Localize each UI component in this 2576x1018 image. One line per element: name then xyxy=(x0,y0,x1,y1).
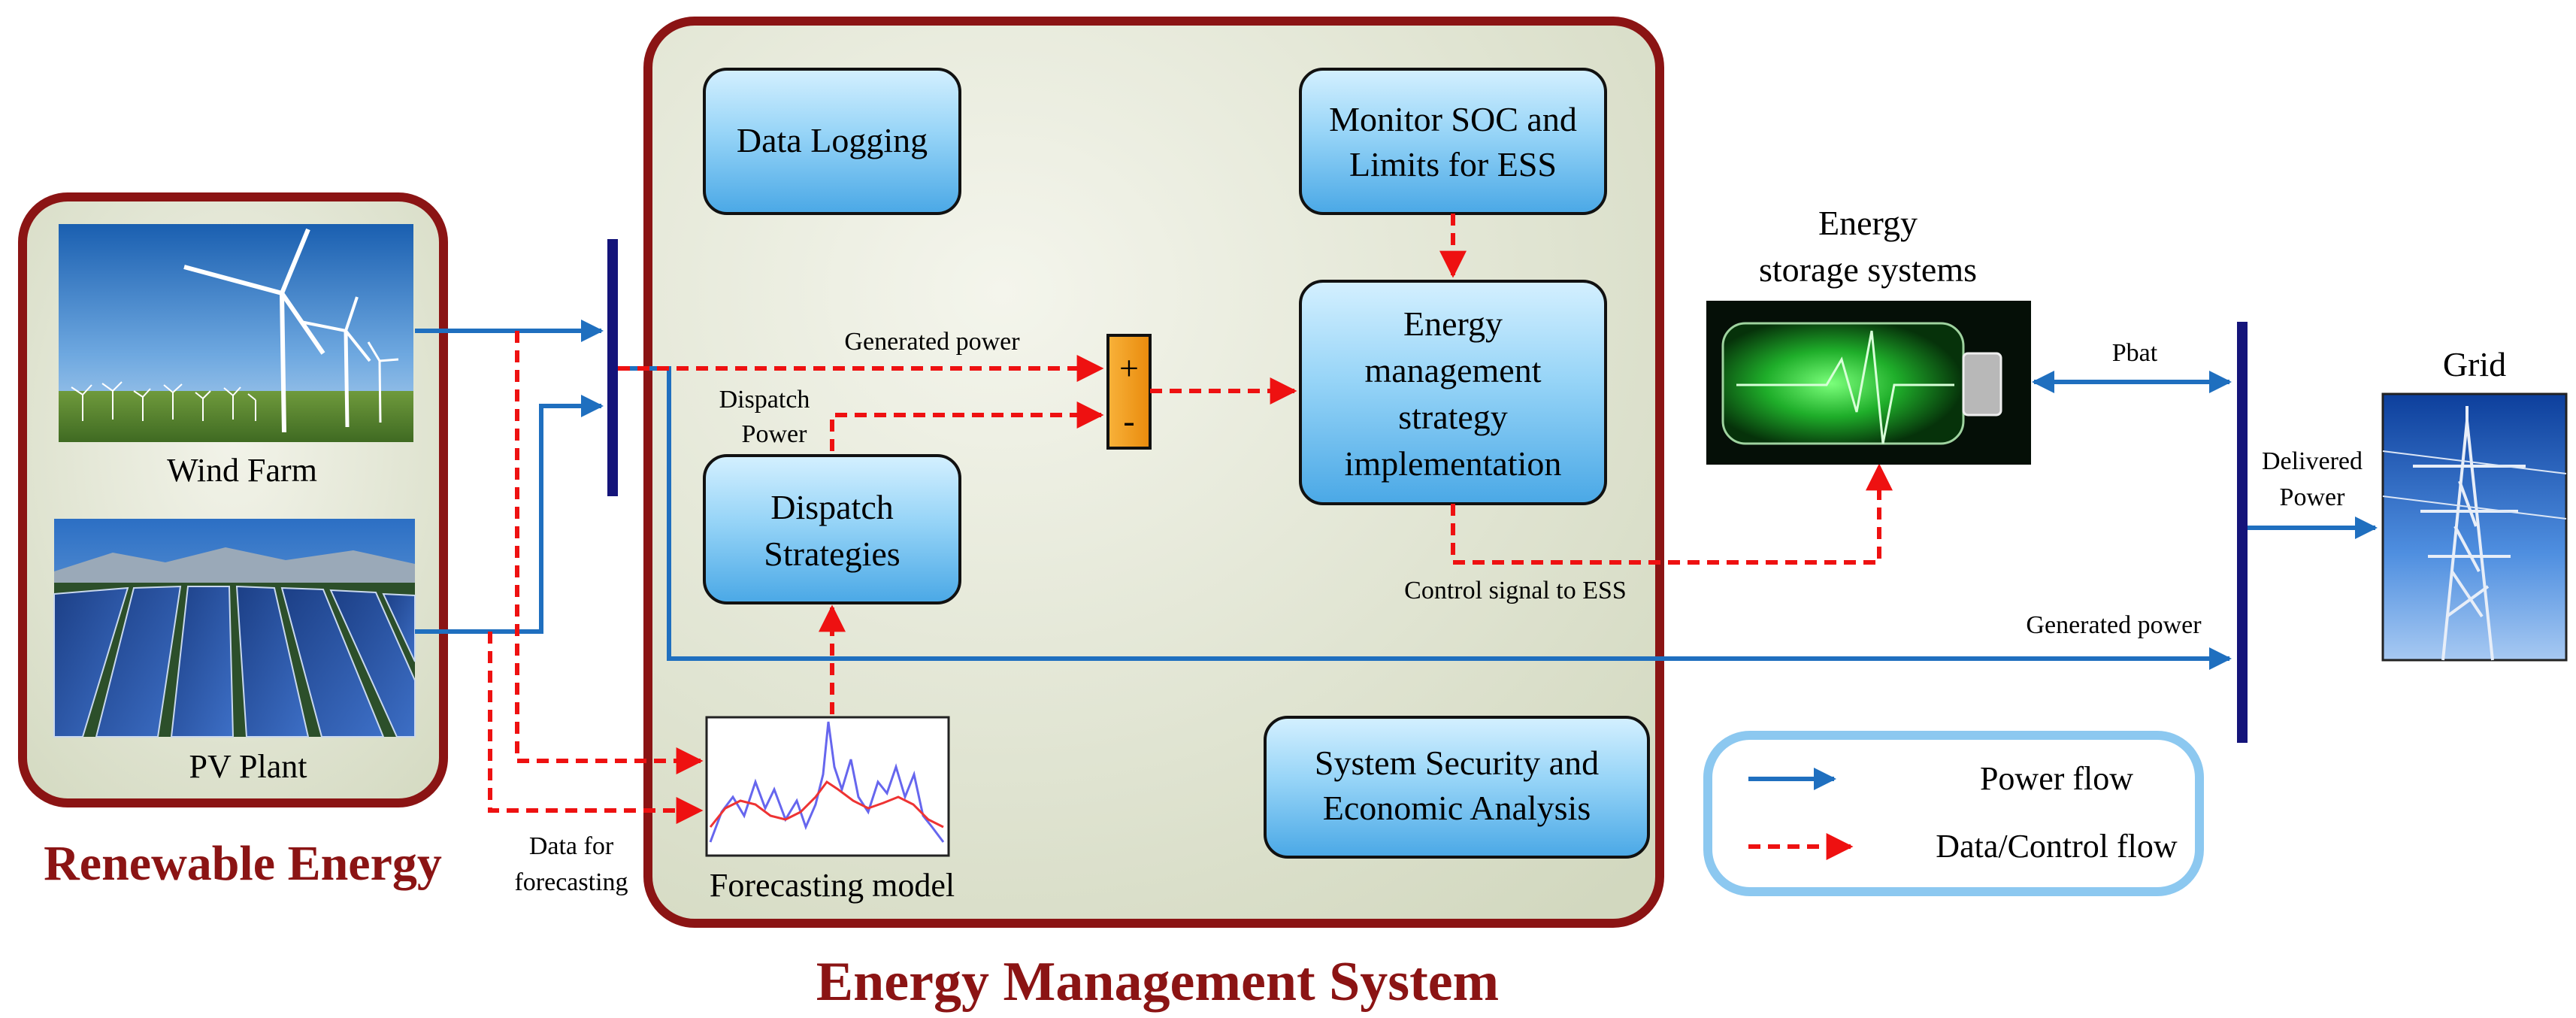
control-signal-label: Control signal to ESS xyxy=(1404,577,1627,604)
pv-plant-label: PV Plant xyxy=(189,748,307,785)
forecasting-chart xyxy=(705,716,950,857)
data-forecasting-label-2: forecasting xyxy=(514,868,628,896)
monitor-soc-line-2: Limits for ESS xyxy=(1349,145,1557,183)
pv-plant-image xyxy=(53,519,416,738)
delivered-power-label-1: Delivered xyxy=(2262,447,2363,475)
data-logging-box xyxy=(703,68,961,215)
ems-strategy-line-4: implementation xyxy=(1345,444,1562,483)
monitor-soc-box xyxy=(1299,68,1607,215)
legend-control-flow-label: Data/Control flow xyxy=(1936,828,2178,865)
summing-plus: + xyxy=(1119,349,1139,387)
summing-minus: - xyxy=(1123,401,1134,440)
security-line-2: Economic Analysis xyxy=(1323,789,1591,827)
data-logging-label: Data Logging xyxy=(737,121,928,159)
ems-title: Energy Management System xyxy=(816,951,1499,1013)
dispatch-power-label-1: Dispatch xyxy=(719,386,810,414)
grid-tower-image xyxy=(2381,392,2568,662)
ems-panel-frame xyxy=(643,17,1664,928)
battery-image xyxy=(1706,301,2031,465)
legend-frame xyxy=(1703,731,2204,896)
legend-power-flow-label: Power flow xyxy=(1980,760,2133,797)
wind-data-to-forecast-arrow xyxy=(515,331,704,774)
monitor-soc-line-1: Monitor SOC and xyxy=(1329,100,1577,138)
dispatch-power-label-2: Power xyxy=(742,420,808,448)
dispatch-strategies-line-1: Dispatch xyxy=(770,488,894,526)
security-line-1: System Security and xyxy=(1315,744,1599,782)
ems-strategy-line-2: management xyxy=(1364,351,1541,389)
ess-title-line-2: storage systems xyxy=(1759,250,1977,289)
pbat-label: Pbat xyxy=(2112,339,2158,367)
dispatch-strategies-box xyxy=(703,454,961,604)
generated-power-top-label: Generated power xyxy=(844,328,1020,356)
dispatch-power-to-summer-arrow xyxy=(830,401,1104,451)
wind-farm-label: Wind Farm xyxy=(167,452,317,489)
wind-farm-image xyxy=(59,224,413,442)
renewable-energy-title: Renewable Energy xyxy=(44,836,442,891)
ems-strategy-line-1: Energy xyxy=(1403,304,1503,343)
control-flow-lines xyxy=(488,214,1893,824)
ems-panel: Energy Management System Data Logging Mo… xyxy=(643,17,1664,1013)
grid-bus-bar xyxy=(2237,322,2248,743)
ess-group: Energy storage systems xyxy=(1706,204,2031,465)
data-forecasting-label-1: Data for xyxy=(529,832,614,860)
forecasting-label: Forecasting model xyxy=(710,867,955,904)
input-bus-bar xyxy=(607,239,618,496)
grid-group: Grid xyxy=(2381,345,2568,662)
delivered-power-label-2: Power xyxy=(2280,483,2346,511)
summing-block xyxy=(1106,334,1152,450)
generated-power-bottom-label: Generated power xyxy=(2026,611,2202,639)
ems-strategy-line-3: strategy xyxy=(1398,398,1508,436)
dispatch-strategies-line-2: Strategies xyxy=(764,535,900,573)
security-analysis-box xyxy=(1264,716,1650,859)
ess-title-line-1: Energy xyxy=(1818,204,1918,242)
grid-title: Grid xyxy=(2443,345,2506,383)
pv-data-to-forecast-arrow xyxy=(488,632,704,824)
renewable-energy-panel: Wind Farm PV Plant Renewable Energy xyxy=(18,192,448,891)
control-signal-to-ess-arrow xyxy=(1451,463,1893,565)
legend: Power flow Data/Control flow xyxy=(1703,731,2204,896)
pv-power-arrow xyxy=(415,395,604,634)
